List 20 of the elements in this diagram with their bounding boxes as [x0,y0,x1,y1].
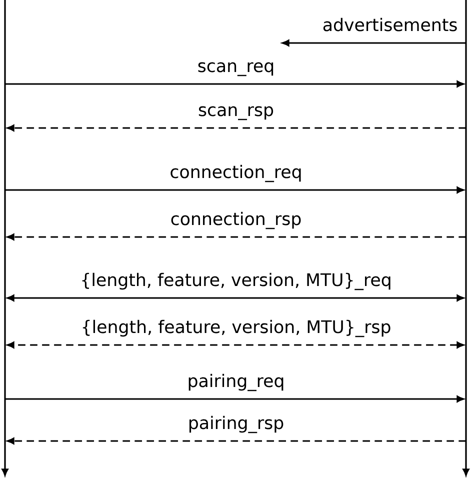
edge-label: {length, feature, version, MTU}_req [82,272,390,290]
edge-label: scan_rsp [198,106,274,120]
edge-label: advertisements [323,18,457,32]
edge-label: pairing_req [188,374,284,392]
message-arrow [6,294,464,302]
message-arrow [6,234,466,240]
message-arrow [6,342,464,348]
message-arrow [282,40,466,46]
message-arrow [6,124,466,132]
edge-label: {length, feature, version, MTU}_rsp [82,320,390,338]
message-arrow [5,80,464,88]
message-arrow [6,438,466,444]
edge-label: scan_req [198,62,274,76]
lifeline [462,0,470,476]
message-arrow [5,396,464,402]
message-arrow [5,186,464,194]
edge-label: connection_rsp [171,212,301,230]
edge-label: pairing_rsp [189,416,284,434]
edge-label: connection_req [170,164,301,182]
lifeline [2,0,8,476]
